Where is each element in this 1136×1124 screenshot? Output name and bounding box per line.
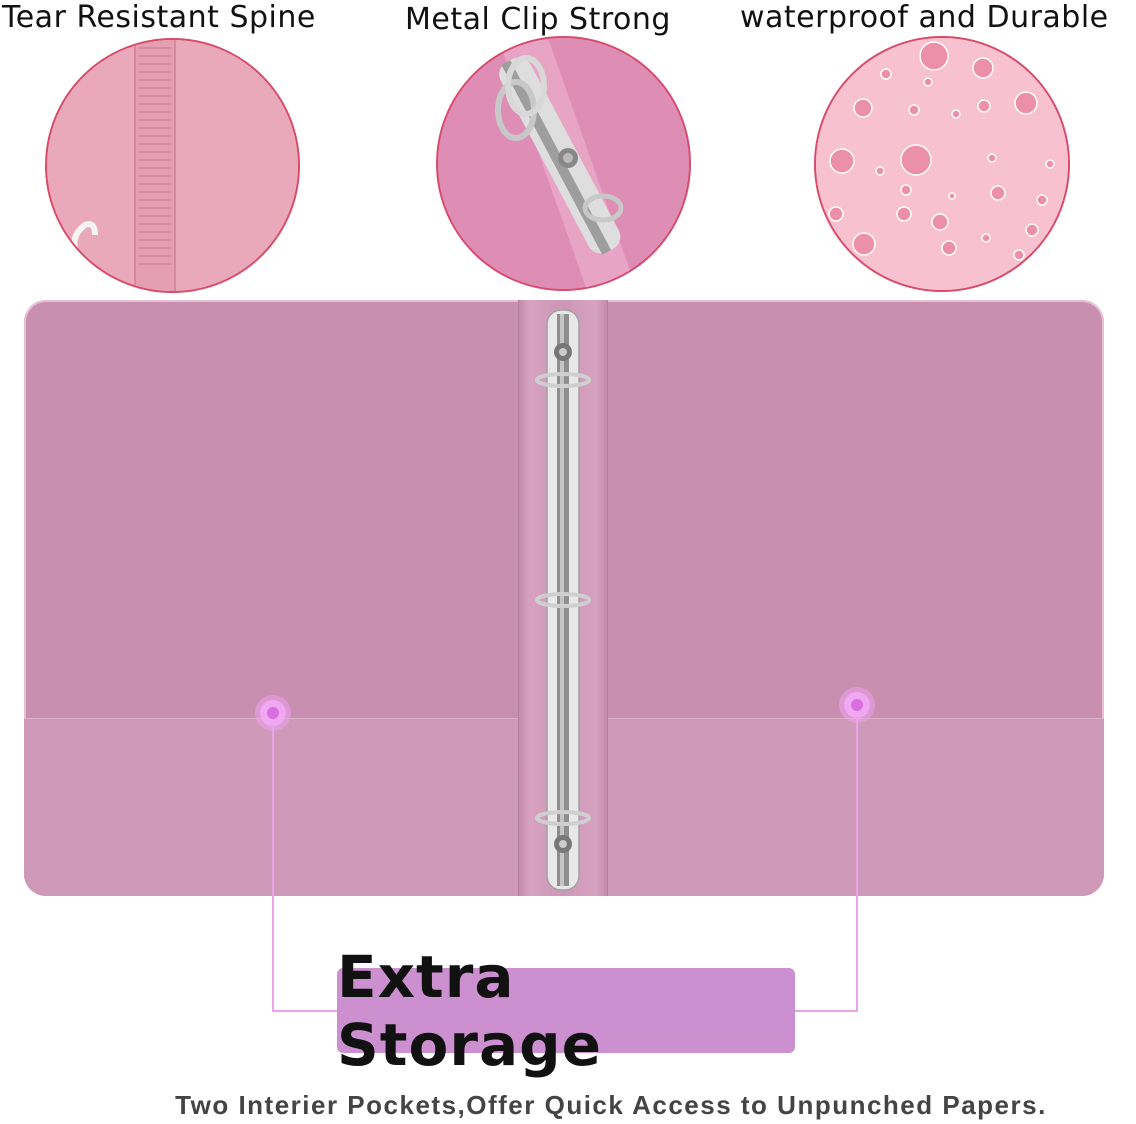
- spine-detail-image: [45, 38, 300, 293]
- callout-line-right-vertical: [856, 717, 858, 1012]
- callout-line-left-vertical: [272, 725, 274, 1012]
- ring-clip-icon: [438, 38, 689, 289]
- ring-mechanism-icon: [535, 309, 591, 891]
- right-pocket-hotspot: [844, 692, 870, 718]
- binder-open: [24, 300, 1104, 896]
- waterproof-image: [814, 36, 1070, 292]
- metal-clip-image: [436, 36, 691, 291]
- extra-storage-callout: Extra Storage: [337, 943, 795, 1079]
- caption-text: Two Interier Pockets,Offer Quick Access …: [175, 1090, 1047, 1120]
- callout-title: Extra Storage: [337, 942, 602, 1079]
- callout-line-right-horizontal: [795, 1010, 858, 1012]
- feature-label-spine: Tear Resistant Spine: [2, 0, 316, 35]
- right-pocket: [606, 718, 1104, 896]
- left-pocket: [24, 718, 518, 896]
- spine-icon: [47, 40, 298, 291]
- water-drops-icon: [816, 38, 1068, 290]
- feature-label-clip: Metal Clip Strong: [405, 2, 671, 37]
- binder-spine: [518, 300, 608, 896]
- callout-line-left-horizontal: [272, 1010, 338, 1012]
- left-pocket-hotspot: [260, 700, 286, 726]
- feature-label-waterproof: waterproof and Durable: [740, 0, 1109, 35]
